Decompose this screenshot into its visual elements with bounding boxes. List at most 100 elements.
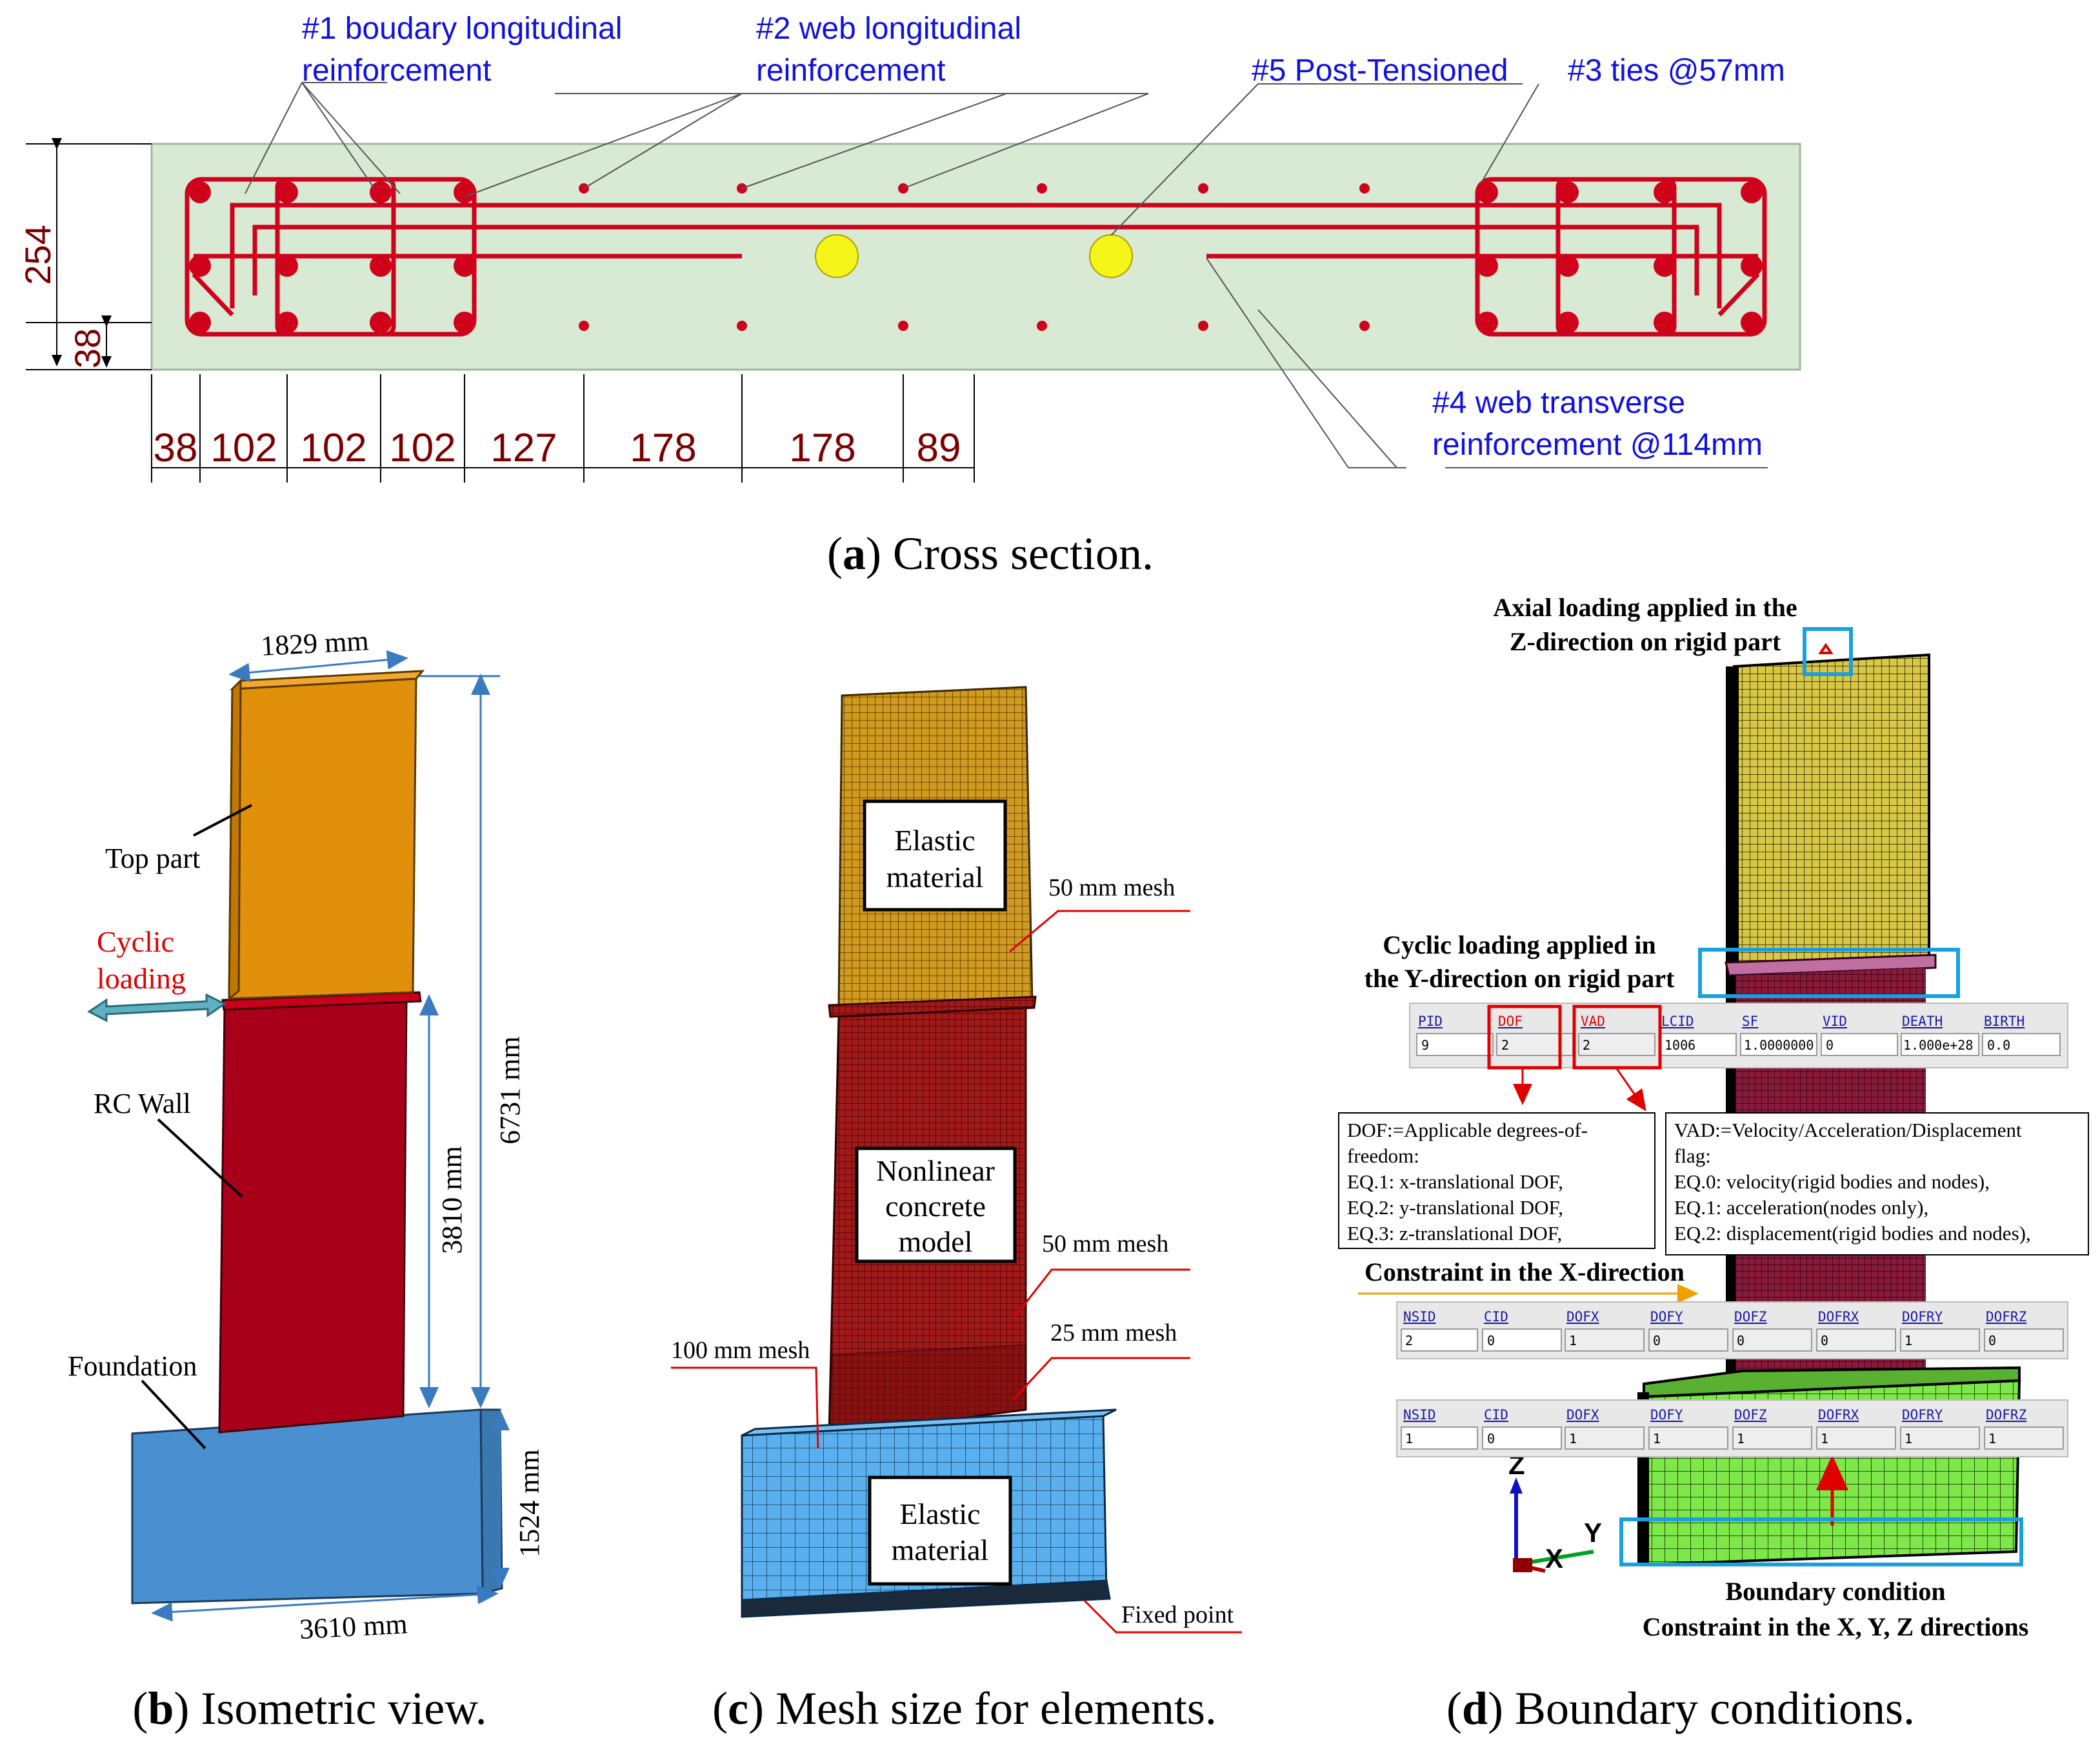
dim-foundation-width: 3610 mm bbox=[299, 1608, 408, 1645]
dof-note-3: EQ.1: x-translational DOF, bbox=[1347, 1170, 1563, 1193]
t1-h-vid: VID bbox=[1823, 1014, 1847, 1029]
dim-foundation-height: 1524 mm bbox=[514, 1449, 545, 1557]
foundation-block bbox=[131, 1408, 503, 1605]
label-web-longitudinal-2: reinforcement bbox=[756, 54, 945, 88]
dim-178-a: 178 bbox=[630, 426, 696, 470]
caption-b: (b) Isometric view. bbox=[132, 1683, 486, 1734]
dof-note-2: freedom: bbox=[1347, 1145, 1419, 1167]
t1-v-vad: 2 bbox=[1583, 1037, 1590, 1053]
mesh-25: 25 mm mesh bbox=[1050, 1319, 1177, 1346]
caption-d-text: Boundary conditions. bbox=[1515, 1683, 1915, 1734]
web-longitudinal-bars bbox=[579, 183, 1370, 331]
axial-marker bbox=[1818, 643, 1834, 654]
dim-height-254: 254 bbox=[17, 225, 58, 285]
label-cyclic-loading-1: Cyclic bbox=[97, 925, 174, 958]
t3-v-cid: 0 bbox=[1487, 1431, 1495, 1446]
t2-v-dofrz: 0 bbox=[1988, 1333, 1996, 1348]
label-boundary-longitudinal-1: #1 boudary longitudinal bbox=[302, 12, 622, 46]
fixed-point: Fixed point bbox=[1121, 1601, 1234, 1628]
vad-note-2: flag: bbox=[1674, 1145, 1711, 1167]
t1-v-vid: 0 bbox=[1826, 1037, 1834, 1053]
panel-c-mesh: Elastic material Nonlinear concrete mode… bbox=[671, 686, 1242, 1734]
t2-h-nsid: NSID bbox=[1403, 1309, 1436, 1325]
t1-v-pid: 9 bbox=[1421, 1037, 1429, 1053]
t1-v-death: 1.000e+28 bbox=[1903, 1037, 1973, 1053]
caption-a: (a) Cross section. bbox=[827, 528, 1154, 579]
caption-d-letter: d bbox=[1462, 1683, 1488, 1734]
constraint-x-label: Constraint in the X-direction bbox=[1365, 1257, 1685, 1286]
t1-h-birth: BIRTH bbox=[1984, 1014, 2025, 1029]
t1-h-pid: PID bbox=[1418, 1014, 1443, 1029]
t2-h-dofy: DOFY bbox=[1650, 1309, 1683, 1325]
t3-h-dofry: DOFRY bbox=[1902, 1407, 1943, 1423]
t1-h-death: DEATH bbox=[1902, 1014, 1943, 1029]
elastic-bottom-2: material bbox=[892, 1534, 989, 1566]
dim-89: 89 bbox=[917, 426, 961, 470]
nonlinear-2: concrete bbox=[885, 1190, 986, 1223]
caption-c: (c) Mesh size for elements. bbox=[712, 1683, 1217, 1734]
t3-h-dofrx: DOFRX bbox=[1818, 1407, 1859, 1423]
rc-wall-block bbox=[218, 992, 415, 1434]
t3-h-nsid: NSID bbox=[1403, 1407, 1436, 1423]
label-web-longitudinal-1: #2 web longitudinal bbox=[756, 12, 1021, 46]
highlight-boxes bbox=[1619, 627, 2023, 1566]
boundary-label-2: Constraint in the X, Y, Z directions bbox=[1643, 1612, 2029, 1641]
t3-v-dofrx: 1 bbox=[1821, 1431, 1828, 1446]
t2-v-dofz: 0 bbox=[1737, 1333, 1745, 1348]
panel-a-cross-section: #1 boudary longitudinal reinforcement #2… bbox=[17, 12, 1801, 579]
table-constraint-x: NSID CID DOFX DOFY DOFZ DOFRX DOFRY DOFR… bbox=[1396, 1301, 2068, 1359]
t2-h-dofrz: DOFRZ bbox=[1986, 1309, 2026, 1325]
dim-top-width: 1829 mm bbox=[260, 625, 370, 662]
t3-h-dofz: DOFZ bbox=[1734, 1407, 1767, 1423]
t1-h-sf: SF bbox=[1742, 1014, 1758, 1029]
vad-note-box bbox=[1665, 1112, 2089, 1255]
label-rc-wall: RC Wall bbox=[94, 1088, 191, 1119]
vad-note-4: EQ.1: acceleration(nodes only), bbox=[1674, 1196, 1928, 1219]
mesh-top-yellow bbox=[1733, 653, 1930, 970]
callout-arrows bbox=[1513, 1067, 1646, 1112]
t3-h-dofy: DOFY bbox=[1650, 1407, 1683, 1423]
dim-102-b: 102 bbox=[300, 426, 366, 470]
t3-v-dofrz: 1 bbox=[1988, 1431, 1996, 1446]
dof-note-1: DOF:=Applicable degrees-of- bbox=[1347, 1119, 1588, 1141]
boundary-label-1: Boundary condition bbox=[1725, 1577, 1945, 1606]
vad-note-1: VAD:=Velocity/Acceleration/Displacement bbox=[1674, 1119, 2022, 1141]
panel-b-isometric: 1829 mm Top part RC Wall Foundation 6731… bbox=[68, 625, 545, 1734]
caption-a-letter: a bbox=[843, 528, 866, 579]
cyclic-label-2: the Y-direction on rigid part bbox=[1365, 964, 1675, 993]
label-ties: #3 ties @57mm bbox=[1568, 54, 1785, 88]
cyclic-loading-arrow bbox=[87, 993, 226, 1023]
dim-178-b: 178 bbox=[789, 426, 855, 470]
mesh-label-boxes bbox=[855, 799, 1017, 1586]
panel-b-dimension-lines bbox=[151, 650, 510, 1622]
t3-v-dofry: 1 bbox=[1905, 1431, 1912, 1446]
t3-v-dofz: 1 bbox=[1737, 1431, 1745, 1446]
t1-v-birth: 0.0 bbox=[1987, 1037, 2010, 1053]
label-foundation: Foundation bbox=[68, 1350, 197, 1382]
caption-d: (d) Boundary conditions. bbox=[1446, 1683, 1915, 1734]
axial-label-2: Z-direction on rigid part bbox=[1510, 627, 1781, 656]
post-tension-ducts bbox=[815, 234, 1133, 278]
t3-v-dofx: 1 bbox=[1569, 1431, 1577, 1446]
vad-note-5: EQ.2: displacement(rigid bodies and node… bbox=[1674, 1222, 2031, 1245]
panel-b-leaders bbox=[141, 804, 252, 1450]
dim-127: 127 bbox=[490, 426, 557, 470]
caption-c-text: Mesh size for elements. bbox=[775, 1683, 1217, 1734]
t1-h-lcid: LCID bbox=[1661, 1014, 1694, 1029]
dim-102-a: 102 bbox=[210, 426, 277, 470]
mesh-foundation-green bbox=[1637, 1366, 2021, 1566]
mesh-50-top: 50 mm mesh bbox=[1048, 874, 1175, 901]
t2-v-dofry: 1 bbox=[1905, 1333, 1912, 1348]
t2-h-dofry: DOFRY bbox=[1902, 1309, 1943, 1325]
label-cyclic-loading-2: loading bbox=[97, 962, 186, 995]
nonlinear-3: model bbox=[899, 1225, 973, 1258]
dof-note-4: EQ.2: y-translational DOF, bbox=[1347, 1196, 1563, 1219]
vertical-dimensions bbox=[26, 138, 152, 370]
boundary-longitudinal-bars bbox=[189, 181, 1763, 334]
elastic-top-1: Elastic bbox=[894, 824, 975, 857]
caption-b-letter: b bbox=[148, 1683, 174, 1734]
elastic-bottom-1: Elastic bbox=[899, 1497, 980, 1530]
rigid-plate bbox=[1725, 954, 1937, 977]
axis-triad bbox=[1510, 1477, 1594, 1573]
